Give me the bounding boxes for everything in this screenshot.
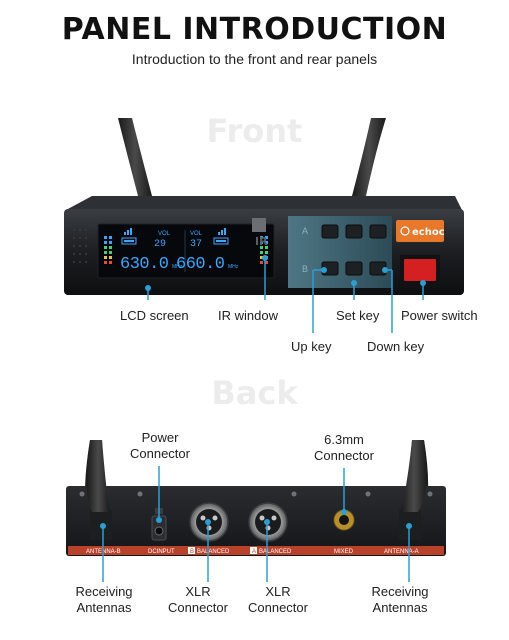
label-dc-input: DCINPUT bbox=[148, 549, 175, 555]
level-meter-left bbox=[104, 236, 112, 264]
callout-power-switch: Power switch bbox=[401, 308, 478, 323]
callout-receiving-antennas-right: Receiving Antennas bbox=[362, 584, 438, 616]
lcd-vol-label-b: VOL bbox=[190, 231, 203, 237]
callout-receiving-right-line1: Receiving bbox=[371, 584, 429, 599]
lcd-unit-b: MHz bbox=[228, 264, 239, 270]
label-a-tag: A bbox=[252, 549, 256, 555]
lcd-vol-value-b: 37 bbox=[190, 239, 202, 250]
ir-text: IR bbox=[255, 235, 268, 248]
callout-set-key: Set key bbox=[336, 308, 380, 323]
channel-b-label: B bbox=[302, 264, 308, 274]
label-b-balanced: BALANCED bbox=[197, 549, 230, 555]
callout-xlr-right-line2: Connector bbox=[248, 600, 308, 615]
front-antenna-left bbox=[118, 118, 152, 196]
lcd-frequency-b: 660.0 bbox=[176, 255, 225, 274]
battery-icon bbox=[121, 237, 137, 245]
page-subtitle: Introduction to the front and rear panel… bbox=[131, 51, 378, 67]
callout-receiving-left-line2: Antennas bbox=[76, 600, 132, 615]
callout-xlr-connector-right: XLR Connector bbox=[240, 584, 316, 616]
lcd-vol-value-a: 29 bbox=[154, 239, 166, 250]
callout-6-3mm-connector: 6.3mm Connector bbox=[306, 432, 382, 464]
callout-xlr-connector-left: XLR Connector bbox=[160, 584, 236, 616]
label-mixed: MIXED bbox=[334, 549, 354, 555]
callout-receiving-antennas-left: Receiving Antennas bbox=[66, 584, 142, 616]
callout-6-3mm-connector-line2: Connector bbox=[314, 448, 374, 463]
battery-icon bbox=[213, 237, 229, 245]
back-section-label: Back bbox=[211, 374, 298, 412]
callout-xlr-left-line1: XLR bbox=[185, 584, 211, 599]
callout-6-3mm-connector-line1: 6.3mm bbox=[324, 432, 364, 447]
front-antenna-right bbox=[352, 118, 386, 196]
label-a-balanced: BALANCED bbox=[259, 549, 292, 555]
set-key[interactable] bbox=[345, 261, 363, 276]
lcd-screen bbox=[97, 223, 275, 279]
callout-lcd-screen: LCD screen bbox=[120, 308, 189, 323]
callout-up-key: Up key bbox=[291, 339, 332, 354]
channel-a-label: A bbox=[302, 226, 308, 236]
callout-xlr-left-line2: Connector bbox=[168, 600, 228, 615]
label-b-tag: B bbox=[190, 549, 194, 555]
callout-down-key: Down key bbox=[367, 339, 425, 354]
power-switch[interactable] bbox=[404, 259, 436, 281]
mixed-jack-connector bbox=[333, 509, 355, 531]
page-title: PANEL INTRODUCTION bbox=[61, 12, 448, 47]
callout-power-connector-line1: Power bbox=[141, 430, 179, 445]
callout-receiving-right-line2: Antennas bbox=[372, 600, 428, 615]
front-unit-top bbox=[66, 196, 462, 210]
callout-power-connector-line2: Connector bbox=[130, 446, 190, 461]
label-antenna-a: ANTENNA-A bbox=[384, 549, 419, 555]
ir-window bbox=[252, 218, 266, 232]
lcd-vol-label-a: VOL bbox=[158, 231, 171, 237]
brand-badge-text: echoc bbox=[412, 227, 445, 238]
brand-badge bbox=[396, 220, 444, 242]
down-key-a[interactable] bbox=[369, 224, 387, 239]
callout-power-connector: Power Connector bbox=[122, 430, 198, 462]
callout-xlr-right-line1: XLR bbox=[265, 584, 291, 599]
set-key-a[interactable] bbox=[345, 224, 363, 239]
signal-icon bbox=[124, 228, 226, 235]
callout-receiving-left-line1: Receiving bbox=[75, 584, 133, 599]
front-grille bbox=[73, 229, 87, 263]
front-section-label: Front bbox=[206, 112, 303, 150]
lcd-frequency-a: 630.0 bbox=[120, 255, 169, 274]
lcd-unit-a: MHz bbox=[172, 264, 183, 270]
callout-ir-window: IR window bbox=[218, 308, 278, 323]
up-key-a[interactable] bbox=[321, 224, 339, 239]
